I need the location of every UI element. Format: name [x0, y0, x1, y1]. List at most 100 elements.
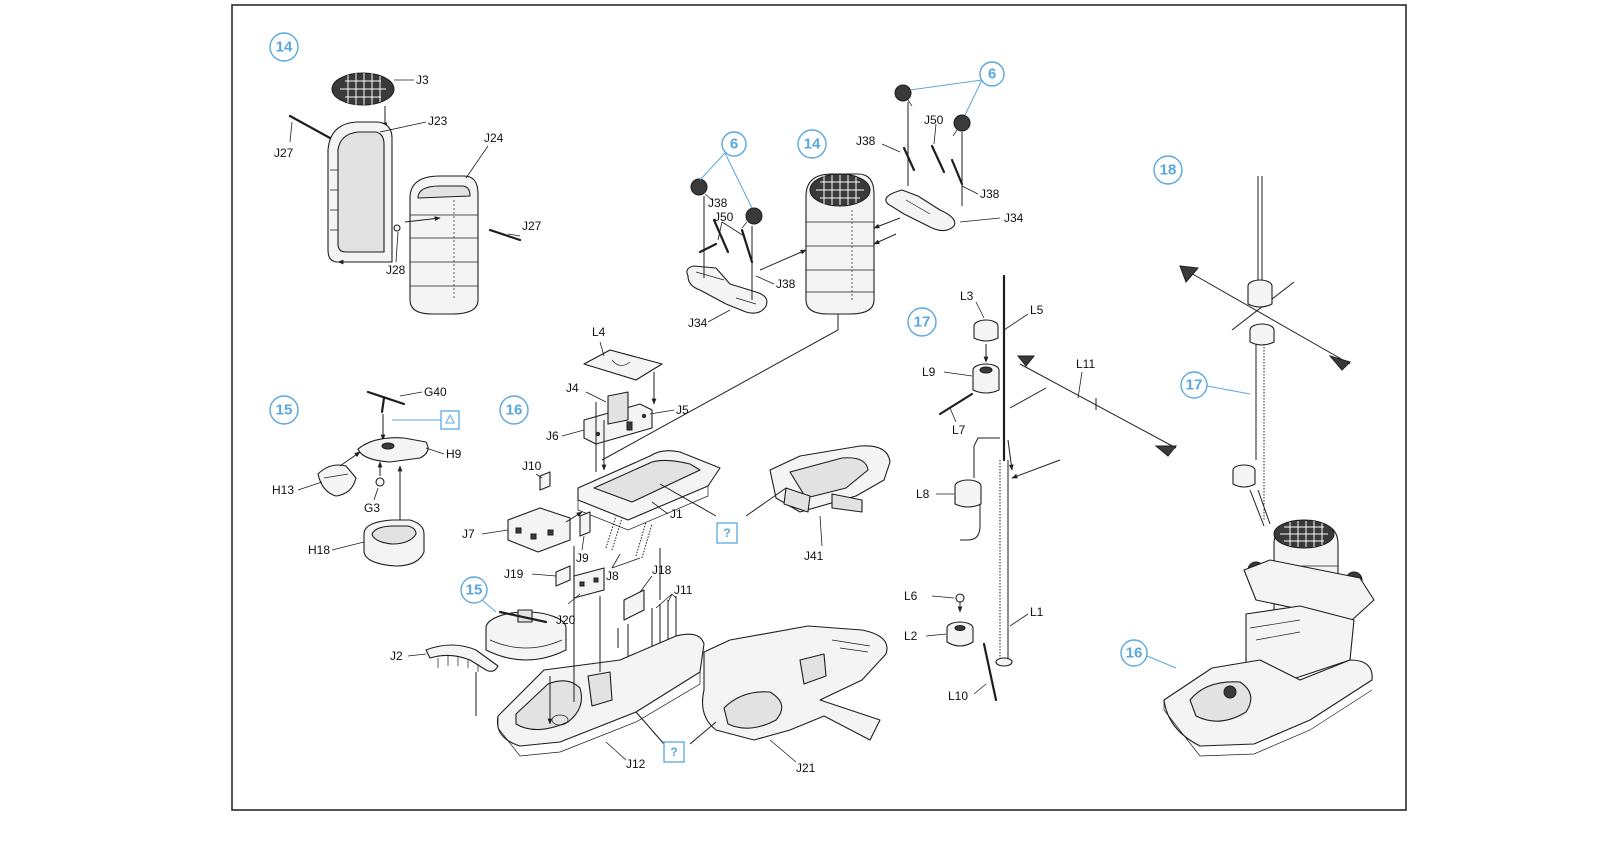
- label-j50-b: J50: [924, 113, 944, 127]
- label-l9: L9: [922, 365, 936, 379]
- part-j3-grille: [331, 72, 395, 106]
- svg-text:17: 17: [914, 314, 931, 331]
- step-badge-6-right: 6: [979, 61, 1005, 87]
- label-l4: L4: [592, 325, 606, 339]
- svg-text:16: 16: [1126, 645, 1143, 662]
- step-badge-15-left: 15: [269, 395, 299, 425]
- part-l8: [954, 479, 982, 508]
- label-l7: L7: [952, 423, 966, 437]
- part-j12-bottom-deck: [496, 633, 705, 757]
- part-j20: [573, 567, 605, 599]
- label-j19: J19: [504, 567, 524, 581]
- part-l4: [583, 349, 663, 381]
- searchlight-platform-assembled: [485, 609, 567, 661]
- mast-assembly-step-17: [938, 274, 1178, 702]
- part-j9: [579, 511, 591, 537]
- label-j41: J41: [804, 549, 824, 563]
- svg-text:6: 6: [988, 66, 996, 83]
- searchlight-platform-step-15: [317, 390, 460, 567]
- svg-text:14: 14: [804, 136, 821, 153]
- label-j38-a: J38: [708, 196, 728, 210]
- label-j27-right: J27: [522, 219, 542, 233]
- label-j3: J3: [416, 73, 429, 87]
- part-j41-alt-deck: [769, 445, 891, 513]
- label-j2: J2: [390, 649, 403, 663]
- svg-text:18: 18: [1160, 162, 1177, 179]
- label-j8: J8: [606, 569, 619, 583]
- connector-j12-to-ref: [635, 711, 665, 745]
- part-j11-poles: [617, 596, 677, 660]
- part-j4-j5-j6-panels: [583, 391, 653, 445]
- part-j8-ladders: [605, 515, 653, 559]
- step-badge-16-center: 16: [499, 395, 529, 425]
- connector-ref-to-j41: [745, 487, 787, 517]
- part-j34-left-platform: [686, 265, 768, 314]
- label-l11: L11: [1076, 357, 1095, 371]
- part-l3-cap: [973, 319, 999, 342]
- part-h9: [357, 437, 429, 463]
- part-l2: [946, 621, 974, 647]
- part-j21-alt-bottom-deck: [701, 625, 888, 741]
- label-j7: J7: [462, 527, 475, 541]
- label-j28: J28: [386, 263, 406, 277]
- part-l11-yard: [1016, 355, 1178, 457]
- part-j19: [555, 565, 571, 587]
- part-j2-rail: [425, 644, 499, 672]
- label-j27-left: J27: [274, 146, 294, 160]
- label-h18: H18: [308, 543, 330, 557]
- step-badge-18: 18: [1153, 155, 1183, 185]
- part-j1-deck: [577, 450, 721, 531]
- connector-ref-to-j21: [689, 721, 717, 745]
- label-l5: L5: [1030, 303, 1044, 317]
- label-j20: J20: [556, 613, 576, 627]
- label-l8: L8: [916, 487, 930, 501]
- part-j7: [507, 507, 571, 553]
- step-badge-14-center: 14: [797, 129, 827, 159]
- label-j4: J4: [566, 381, 579, 395]
- label-j38-d: J38: [980, 187, 1000, 201]
- svg-text:15: 15: [276, 402, 293, 419]
- svg-text:?: ?: [723, 526, 730, 540]
- label-g3: G3: [364, 501, 380, 515]
- part-j34-right-platform: [885, 189, 956, 232]
- label-j24: J24: [484, 131, 504, 145]
- part-h18: [363, 519, 425, 567]
- label-j9: J9: [576, 551, 589, 565]
- label-j10: J10: [522, 459, 542, 473]
- part-j10: [539, 471, 551, 491]
- reference-box-j21: ?: [663, 741, 685, 763]
- funnel-with-platforms-step-14: [686, 79, 983, 315]
- part-labels: J3 J23 J27 J24 J27 J28 J38 J50 J38 J34 J…: [272, 73, 1095, 775]
- step-badge-15-assembled: 15: [460, 576, 488, 604]
- searchlight-right-b: [952, 114, 971, 206]
- connector-funnel-to-bridge: [601, 314, 839, 461]
- step-badge-6-center: 6: [721, 131, 747, 157]
- part-j23-inner-frame: [327, 121, 393, 263]
- part-l9: [972, 363, 1000, 394]
- detail-reference-box: [440, 410, 460, 430]
- label-j18: J18: [652, 563, 672, 577]
- svg-text:?: ?: [670, 745, 677, 759]
- label-h13: H13: [272, 483, 294, 497]
- label-j12: J12: [626, 757, 646, 771]
- svg-text:17: 17: [1186, 377, 1203, 394]
- label-j6: J6: [546, 429, 559, 443]
- part-g3: [375, 477, 385, 487]
- label-l2: L2: [904, 629, 918, 643]
- searchlight-left-a: [690, 178, 713, 278]
- svg-text:6: 6: [730, 136, 738, 153]
- searchlight-right-a: [894, 84, 913, 186]
- reference-box-j41: ?: [716, 522, 738, 544]
- connector-j1-to-ref: [659, 483, 717, 517]
- tower-cap: [1247, 279, 1275, 346]
- label-l10: L10: [948, 689, 968, 703]
- label-j5: J5: [676, 403, 689, 417]
- label-l3: L3: [960, 289, 974, 303]
- label-h9: H9: [446, 447, 462, 461]
- part-g40: [366, 390, 406, 414]
- label-j34-a: J34: [688, 316, 708, 330]
- label-j34-b: J34: [1004, 211, 1024, 225]
- step-badge-17-tower: 17: [1180, 371, 1208, 399]
- svg-text:15: 15: [466, 582, 483, 599]
